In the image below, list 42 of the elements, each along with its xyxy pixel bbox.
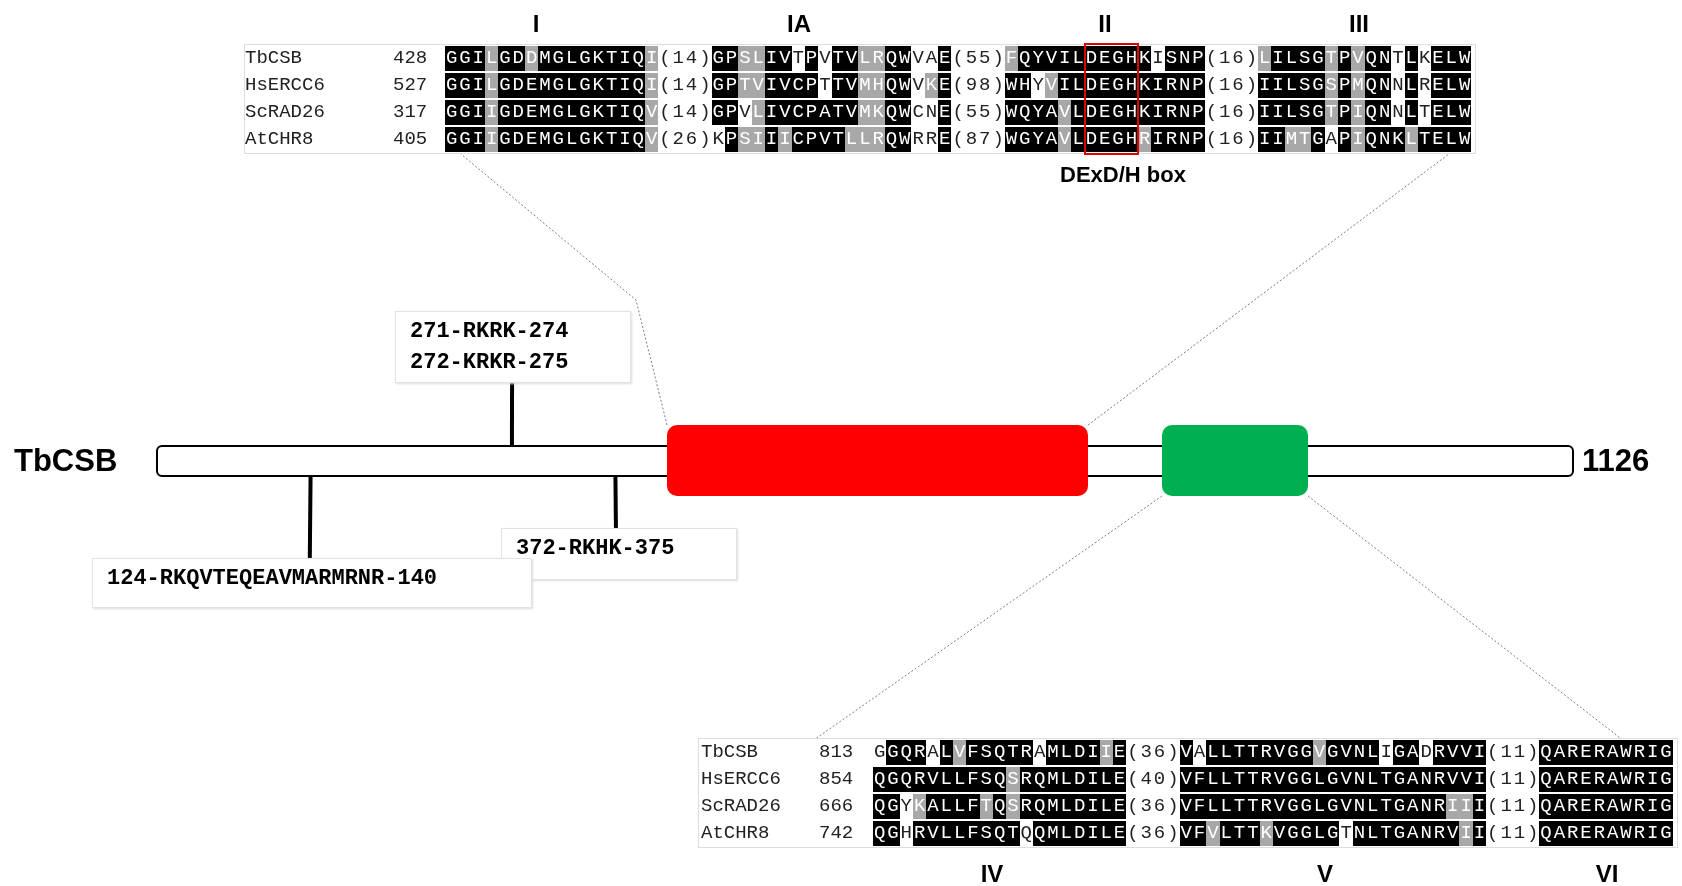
connector-line bbox=[307, 476, 313, 559]
box-label: DExD/H box bbox=[1060, 162, 1186, 188]
species-name: TbCSB bbox=[701, 740, 758, 765]
zoom-guide-line bbox=[1087, 153, 1450, 426]
motif-label: IV bbox=[980, 860, 1004, 886]
residue-number: 317 bbox=[393, 100, 428, 125]
species-name: ScRAD26 bbox=[245, 100, 325, 125]
motif-label: 372-RKHK-375 bbox=[516, 535, 676, 563]
motif-label: III bbox=[1349, 10, 1369, 38]
motif-label: VI bbox=[1595, 860, 1619, 886]
species-name: AtCHR8 bbox=[245, 127, 314, 152]
connector-line bbox=[509, 383, 515, 445]
residue-number: 813 bbox=[819, 740, 854, 765]
motif-label: 271-RKRK-274 bbox=[410, 318, 570, 346]
species-name: HsERCC6 bbox=[701, 767, 781, 792]
protein-label: TbCSB bbox=[14, 443, 118, 479]
species-name: AtCHR8 bbox=[701, 821, 770, 846]
residue-number: 405 bbox=[393, 127, 428, 152]
residue-number: 666 bbox=[819, 794, 854, 819]
domain-box bbox=[1162, 425, 1308, 496]
zoom-guide-line bbox=[1307, 495, 1621, 739]
species-name: ScRAD26 bbox=[701, 794, 781, 819]
motif-label: 272-KRKR-275 bbox=[410, 349, 570, 377]
protein-label: 1126 bbox=[1582, 443, 1650, 479]
callout-box bbox=[501, 528, 737, 580]
residue-number: 854 bbox=[819, 767, 854, 792]
zoom-guide-line bbox=[816, 495, 1163, 739]
connector-line bbox=[613, 476, 618, 529]
residue-number: 428 bbox=[393, 46, 428, 71]
zoom-guide-line bbox=[460, 153, 668, 426]
species-name: TbCSB bbox=[245, 46, 302, 71]
residue-number: 742 bbox=[819, 821, 854, 846]
motif-label: II bbox=[1098, 10, 1112, 38]
callout-box bbox=[92, 558, 532, 608]
motif-label: 124-RKQVTEQEAVMARMRNR-140 bbox=[107, 565, 439, 593]
motif-label: IA bbox=[787, 10, 811, 38]
motif-label: V bbox=[1317, 860, 1333, 886]
motif-label: I bbox=[532, 10, 540, 38]
callout-box bbox=[395, 311, 631, 383]
species-name: HsERCC6 bbox=[245, 73, 325, 98]
residue-number: 527 bbox=[393, 73, 428, 98]
domain-box bbox=[667, 425, 1088, 496]
